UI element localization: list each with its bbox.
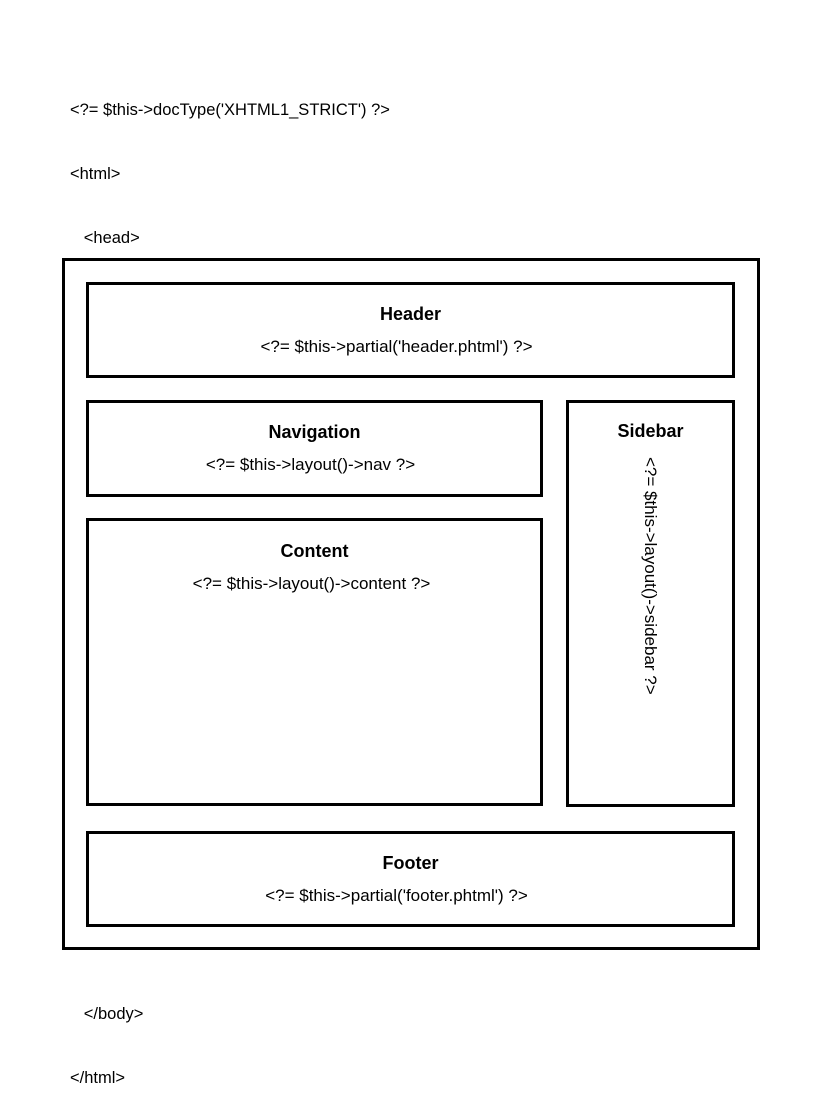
- sidebar-rotated-text-wrap: <?= $this->layout()->sidebar ?>: [569, 457, 732, 802]
- navigation-box-title: Navigation: [268, 422, 361, 442]
- content-box-code: <?= $this->layout()->content ?>: [192, 574, 431, 593]
- footer-box-code: <?= $this->partial('footer.phtml') ?>: [265, 886, 528, 905]
- code-line: <head>: [70, 228, 140, 247]
- diagram-box-content: Content <?= $this->layout()->content ?>: [86, 518, 543, 806]
- code-line: </html>: [70, 1069, 126, 1088]
- header-box-code: <?= $this->partial('header.phtml') ?>: [260, 337, 533, 356]
- content-box-title: Content: [280, 541, 349, 561]
- header-box-title: Header: [379, 304, 442, 324]
- diagram-box-sidebar: Sidebar <?= $this->layout()->sidebar ?>: [566, 400, 735, 807]
- code-line: <?= $this->docType('XHTML1_STRICT') ?>: [70, 101, 390, 120]
- diagram-box-footer: Footer <?= $this->partial('footer.phtml'…: [86, 831, 735, 927]
- code-listing-bottom: </body> </html>: [70, 962, 143, 1110]
- sidebar-box-code: <?= $this->layout()->sidebar ?>: [640, 457, 660, 695]
- navigation-box-code: <?= $this->layout()->nav ?>: [205, 455, 416, 474]
- diagram-box-header: Header <?= $this->partial('header.phtml'…: [86, 282, 735, 378]
- code-line: <html>: [70, 165, 121, 184]
- diagram-box-navigation: Navigation <?= $this->layout()->nav ?>: [86, 400, 543, 497]
- sidebar-box-title: Sidebar: [617, 421, 684, 441]
- code-line: </body>: [70, 1005, 144, 1024]
- footer-box-title: Footer: [382, 853, 439, 873]
